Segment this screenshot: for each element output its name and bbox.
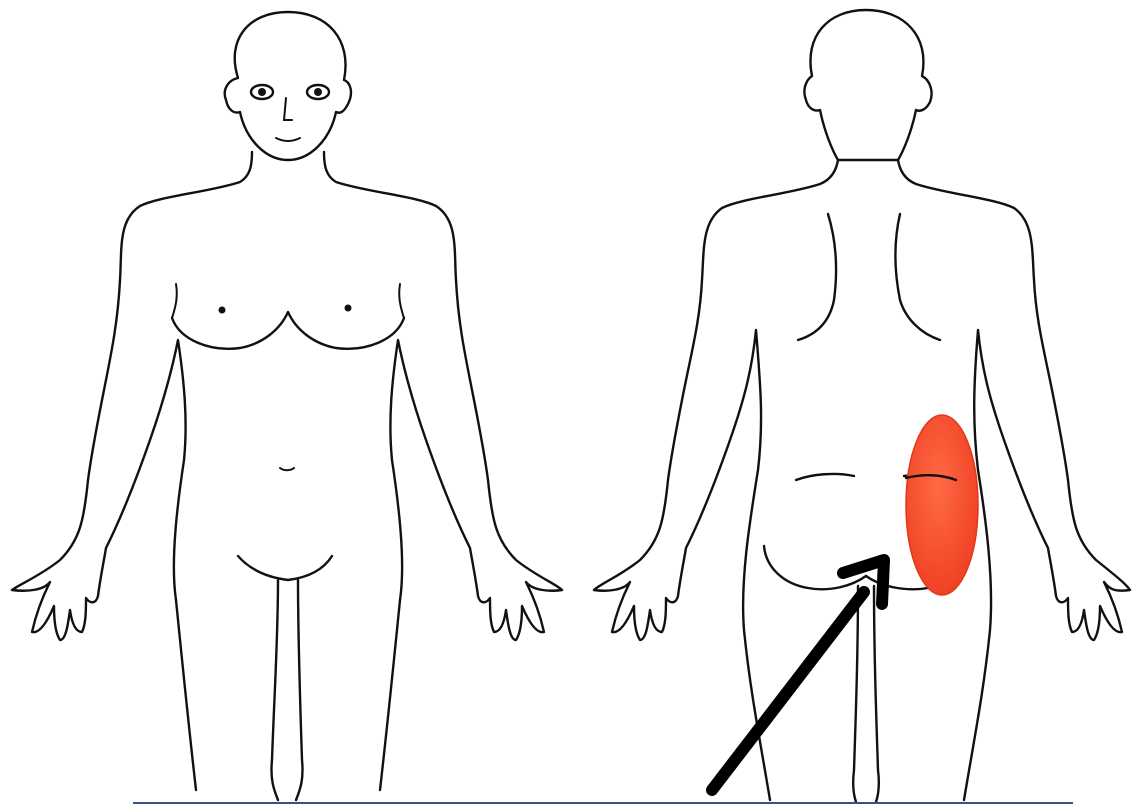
- front-right-pupil: [314, 88, 322, 96]
- back-body-figure: [594, 10, 1130, 802]
- back-head: [804, 10, 931, 160]
- back-right-scapula: [896, 214, 941, 340]
- front-right-nipple: [345, 305, 352, 312]
- arrow-shaft: [712, 592, 864, 790]
- front-left-armpit: [172, 284, 177, 318]
- pain-highlight-ellipse: [906, 415, 978, 595]
- bottom-rule: [133, 802, 1073, 804]
- front-groin-line: [238, 556, 332, 580]
- front-body-figure: [12, 12, 562, 800]
- back-left-side-outline: [594, 160, 838, 800]
- back-left-scapula: [798, 214, 836, 340]
- pointer-arrow: [712, 560, 884, 790]
- front-head: [225, 12, 351, 160]
- front-left-side-outline: [12, 152, 252, 790]
- front-right-armpit: [399, 284, 404, 318]
- back-waist-left: [796, 474, 854, 480]
- front-left-pupil: [258, 88, 266, 96]
- front-navel: [280, 468, 294, 470]
- back-inner-right-leg: [874, 586, 879, 802]
- front-inner-right-leg: [296, 580, 303, 800]
- front-left-nipple: [219, 307, 226, 314]
- front-inner-left-leg: [271, 580, 278, 800]
- back-inner-left-leg: [853, 586, 858, 802]
- front-nose: [284, 98, 292, 120]
- front-mouth: [276, 138, 300, 141]
- front-chest-line: [172, 312, 404, 349]
- front-right-side-outline: [324, 152, 562, 790]
